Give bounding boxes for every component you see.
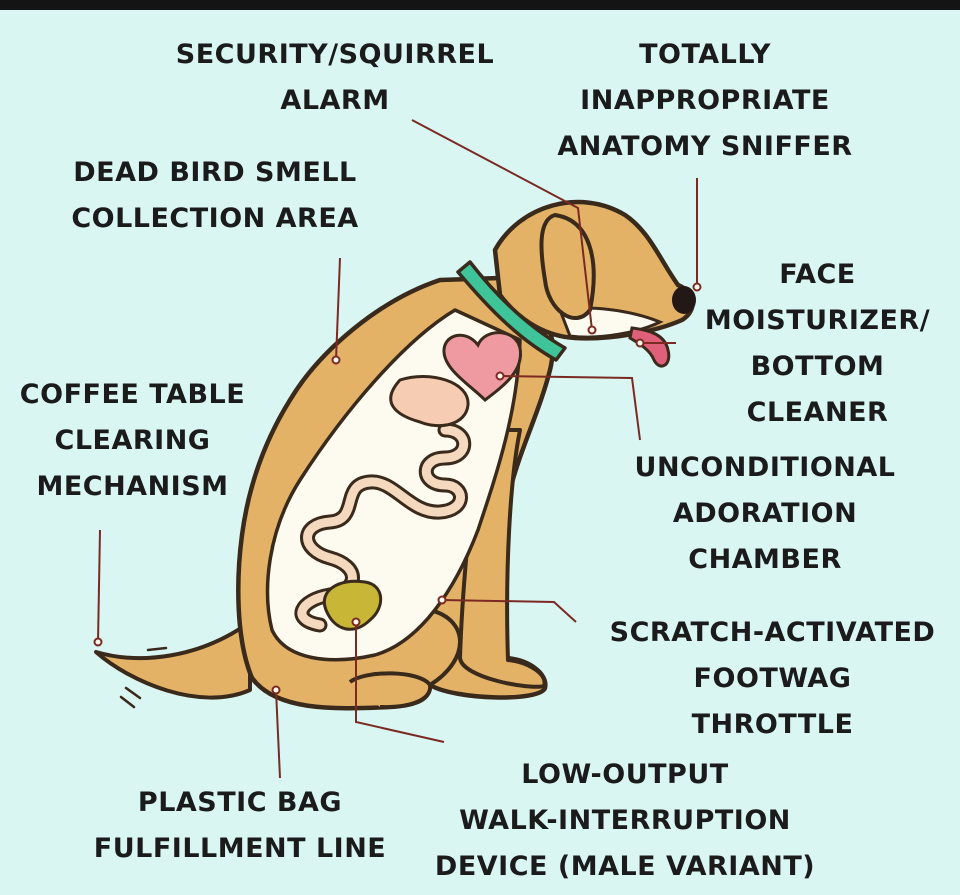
label-coffee-table: COFFEE TABLE CLEARING MECHANISM	[0, 372, 265, 510]
heart	[442, 331, 523, 402]
label-line: THROTTLE	[691, 709, 854, 740]
label-line: DEAD BIRD SMELL	[73, 157, 357, 188]
dog-tongue	[628, 326, 671, 368]
label-line: LOW-OUTPUT	[521, 759, 729, 790]
label-line: COLLECTION AREA	[71, 203, 359, 234]
label-line: SCRATCH-ACTIVATED	[609, 617, 936, 648]
label-line: FULFILLMENT LINE	[93, 833, 387, 864]
label-line: FOOTWAG	[693, 663, 852, 694]
dog-tail	[94, 620, 252, 700]
dog-collar	[456, 260, 567, 362]
label-line: BOTTOM	[750, 351, 885, 382]
label-line: CHAMBER	[688, 544, 842, 575]
label-line: CLEARING	[54, 425, 211, 456]
label-line: SECURITY/SQUIRREL	[175, 39, 495, 70]
label-line: CLEANER	[746, 397, 889, 428]
label-line: PLASTIC BAG	[137, 787, 343, 818]
back-paw	[348, 671, 433, 710]
label-line: ANATOMY SNIFFER	[557, 131, 853, 162]
label-dead-bird-smell: DEAD BIRD SMELL COLLECTION AREA	[55, 150, 375, 242]
stomach	[389, 375, 470, 428]
label-line: MOISTURIZER/	[704, 305, 931, 336]
label-adoration-chamber: UNCONDITIONAL ADORATION CHAMBER	[600, 445, 930, 583]
label-security-squirrel-alarm: SECURITY/SQUIRREL ALARM	[160, 32, 510, 124]
label-line: COFFEE TABLE	[19, 379, 246, 410]
label-anatomy-sniffer: TOTALLY INAPPROPRIATE ANATOMY SNIFFER	[545, 32, 865, 170]
label-line: MECHANISM	[36, 471, 229, 502]
label-plastic-bag: PLASTIC BAG FULFILLMENT LINE	[75, 780, 405, 872]
dog-ear	[539, 213, 596, 320]
label-face-moisturizer: FACE MOISTURIZER/ BOTTOM CLEANER	[680, 252, 955, 436]
label-line: ADORATION	[672, 498, 858, 529]
label-line: TOTALLY	[639, 39, 771, 70]
leader-lines	[97, 119, 698, 779]
label-line: FACE	[779, 259, 856, 290]
label-line: ALARM	[280, 85, 390, 116]
label-line: DEVICE (MALE VARIANT)	[434, 851, 816, 882]
label-line: INAPPROPRIATE	[580, 85, 830, 116]
dog-illustration	[93, 119, 702, 779]
label-line: UNCONDITIONAL	[634, 452, 896, 483]
dog-nose	[672, 286, 696, 314]
label-footwag-throttle: SCRATCH-ACTIVATED FOOTWAG THROTTLE	[590, 610, 955, 748]
top-bar	[0, 0, 960, 10]
leader-endpoints	[93, 282, 702, 695]
label-line: WALK-INTERRUPTION	[459, 805, 791, 836]
label-low-output-device: LOW-OUTPUT WALK-INTERRUPTION DEVICE (MAL…	[415, 752, 835, 890]
bladder	[322, 579, 383, 631]
